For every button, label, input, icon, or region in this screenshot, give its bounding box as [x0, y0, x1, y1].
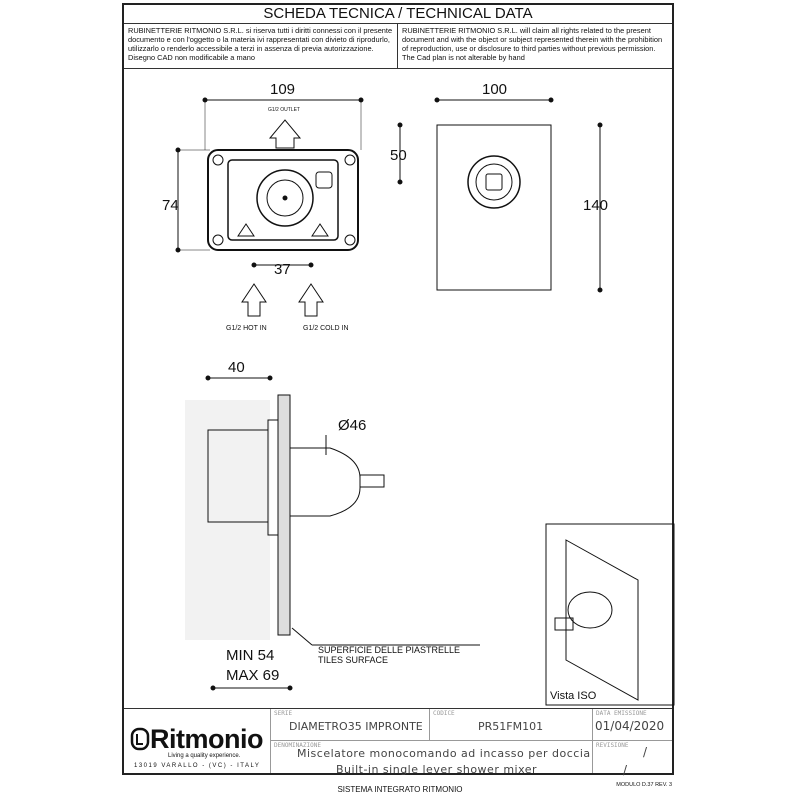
iso-view-label: Vista ISO	[550, 690, 597, 702]
tiles-surface-label-it: SUPERFICIE DELLE PIASTRELLE	[318, 645, 460, 655]
sheet-title: SCHEDA TECNICA / TECHNICAL DATA	[124, 5, 672, 24]
data-caption: DATA EMISSIONE	[596, 710, 647, 717]
revisione-value-2: /	[623, 763, 628, 777]
notice-english: RUBINETTERIE RITMONIO S.R.L. will claim …	[398, 23, 672, 69]
description-english: Built-in single lever shower mixer	[336, 763, 538, 776]
denominazione-caption: DENOMINAZIONE	[274, 742, 321, 749]
footer-system: SISTEMA INTEGRATO RITMONIO	[337, 785, 463, 794]
footer-modulo: MODULO D.37 REV. 3	[616, 782, 672, 788]
codice-cell: CODICE PR51FM101	[429, 709, 592, 741]
cold-inlet-arrow-icon	[298, 283, 324, 317]
hot-inlet-label: G1/2 HOT IN	[226, 325, 267, 332]
dim-diameter-46: Ø46	[338, 417, 366, 434]
front-view: 109 74 G1/2 OUTLET 37 G1/2 HOT IN G1/2 C…	[162, 81, 364, 332]
drawing-sheet: SCHEDA TECNICA / TECHNICAL DATA RUBINETT…	[122, 3, 674, 777]
dim-width-109: 109	[270, 81, 295, 98]
notice-italian: RUBINETTERIE RITMONIO S.R.L. si riserva …	[124, 23, 398, 69]
ritmonio-logo: Ritmonio Living a quality experience. 13…	[124, 709, 270, 779]
dim-depth-40: 40	[228, 359, 245, 376]
dim-plate-height-140: 140	[583, 197, 608, 214]
data-value: 01/04/2020	[595, 719, 665, 733]
serie-caption: SERIE	[274, 710, 293, 717]
dim-inlet-37: 37	[274, 261, 291, 278]
revisione-caption: REVISIONE	[596, 742, 629, 749]
side-view: 40 Ø46 MIN 54 MAX 69 SUPERFICIE DELLE PI…	[185, 359, 480, 691]
dim-max-69: MAX 69	[226, 667, 279, 684]
data-cell: DATA EMISSIONE 01/04/2020	[592, 709, 672, 741]
iso-view	[545, 523, 675, 706]
plate-view: 100 140 50	[390, 81, 608, 293]
outlet-label: G1/2 OUTLET	[268, 107, 300, 113]
hot-inlet-arrow-icon	[241, 283, 267, 317]
denominazione-cell: DENOMINAZIONE Miscelatore monocomando ad…	[270, 741, 592, 776]
title-block: Ritmonio Living a quality experience. 13…	[124, 708, 672, 777]
dim-min-54: MIN 54	[226, 647, 274, 664]
serie-cell: SERIE DIAMETRO35 IMPRONTE	[270, 709, 429, 741]
ritmonio-logo-icon	[130, 727, 150, 751]
tiles-surface-label-en: TILES SURFACE	[318, 655, 388, 665]
dim-plate-width-100: 100	[482, 81, 507, 98]
description-italian: Miscelatore monocomando ad incasso per d…	[297, 747, 591, 760]
brand-address: 13019 VARALLO - (VC) - ITALY	[134, 763, 261, 769]
brand-name: Ritmonio	[150, 724, 263, 754]
dim-plate-offset-50: 50	[390, 147, 407, 164]
cold-inlet-label: G1/2 COLD IN	[303, 325, 349, 332]
codice-value: PR51FM101	[478, 720, 544, 733]
outlet-arrow-icon	[268, 119, 302, 149]
revisione-cell: REVISIONE / /	[592, 741, 672, 777]
brand-tagline: Living a quality experience.	[168, 753, 241, 759]
codice-caption: CODICE	[433, 710, 455, 717]
dim-height-74: 74	[162, 197, 179, 214]
serie-value: DIAMETRO35 IMPRONTE	[289, 720, 423, 733]
revisione-value: /	[643, 745, 648, 759]
